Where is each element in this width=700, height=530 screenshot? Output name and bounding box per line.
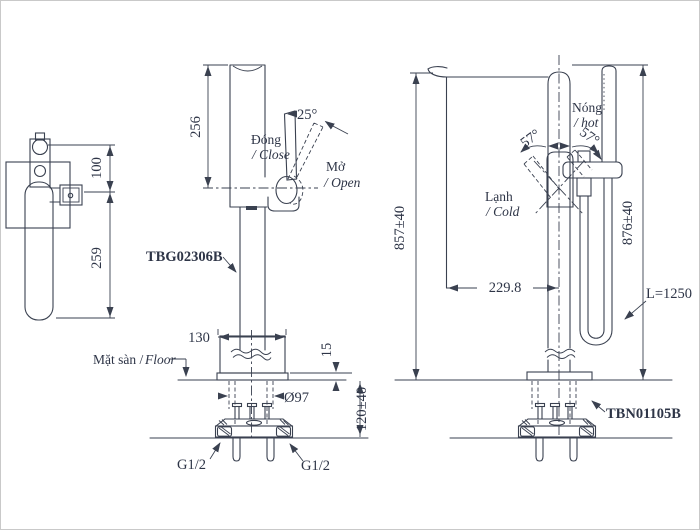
label-close-vi: Đóng	[251, 132, 281, 147]
label-hot-en: / hot	[573, 115, 600, 130]
handle-open-dashed	[287, 122, 324, 180]
hose-length-label: L=1250	[646, 286, 692, 302]
dim-259-label: 259	[89, 247, 105, 269]
part-number-tbg02306b: TBG02306B	[146, 249, 223, 265]
pipe-break-mark-side	[544, 348, 576, 359]
dim-100-label: 100	[89, 157, 105, 179]
dim-dia97-label: Ø97	[284, 390, 309, 406]
hose-connector	[576, 177, 592, 197]
lever-handle	[24, 181, 54, 321]
dim-256-label: 256	[188, 116, 204, 138]
column-top	[547, 71, 571, 85]
diverter-knob	[577, 150, 591, 163]
label-floor-en: Floor	[144, 352, 176, 367]
left-view-handle: 100 259	[5, 132, 115, 321]
water-outlet-mark	[246, 206, 257, 210]
shower-hose	[579, 177, 613, 346]
spout-body	[229, 64, 266, 208]
thread-g12-left-label: G1/2	[177, 457, 206, 473]
angle-25-label: 25°	[297, 107, 318, 123]
valve-stem-block	[59, 184, 83, 206]
pipe-break-mark	[230, 348, 272, 361]
dim-120-label: 120±40	[354, 387, 370, 431]
wall-plate	[5, 161, 71, 229]
column-side	[547, 83, 571, 373]
label-close-en: / Close	[251, 147, 290, 162]
dim-876-label: 876±40	[620, 201, 636, 245]
label-open-en: / Open	[323, 175, 361, 190]
valve-pivot	[275, 175, 298, 205]
handshower-wand	[601, 65, 617, 163]
valve-underside	[267, 196, 300, 212]
valve-rotated-right-dashed	[566, 149, 593, 178]
label-cold-vi: Lạnh	[485, 189, 513, 204]
mixer-valve	[546, 151, 574, 208]
label-cold-en: / Cold	[485, 204, 520, 219]
dim-857-label: 857±40	[392, 206, 408, 250]
dim-15-label: 15	[319, 343, 335, 358]
handshower-holder	[562, 161, 623, 179]
part-number-tbn01105b: TBN01105B	[606, 406, 681, 422]
label-floor-vi: Mặt sàn /	[93, 352, 143, 367]
spout-lip	[427, 66, 448, 78]
label-hot-vi: Nóng	[572, 100, 602, 115]
thread-g12-right-label: G1/2	[301, 458, 330, 474]
dim-229-label: 229.8	[489, 280, 522, 296]
dim-130-label: 130	[188, 330, 210, 346]
front-view-faucet: 25° Đóng / Close Mở / Open 256 TBG02306B…	[93, 64, 370, 474]
label-open-vi: Mở	[326, 159, 346, 174]
